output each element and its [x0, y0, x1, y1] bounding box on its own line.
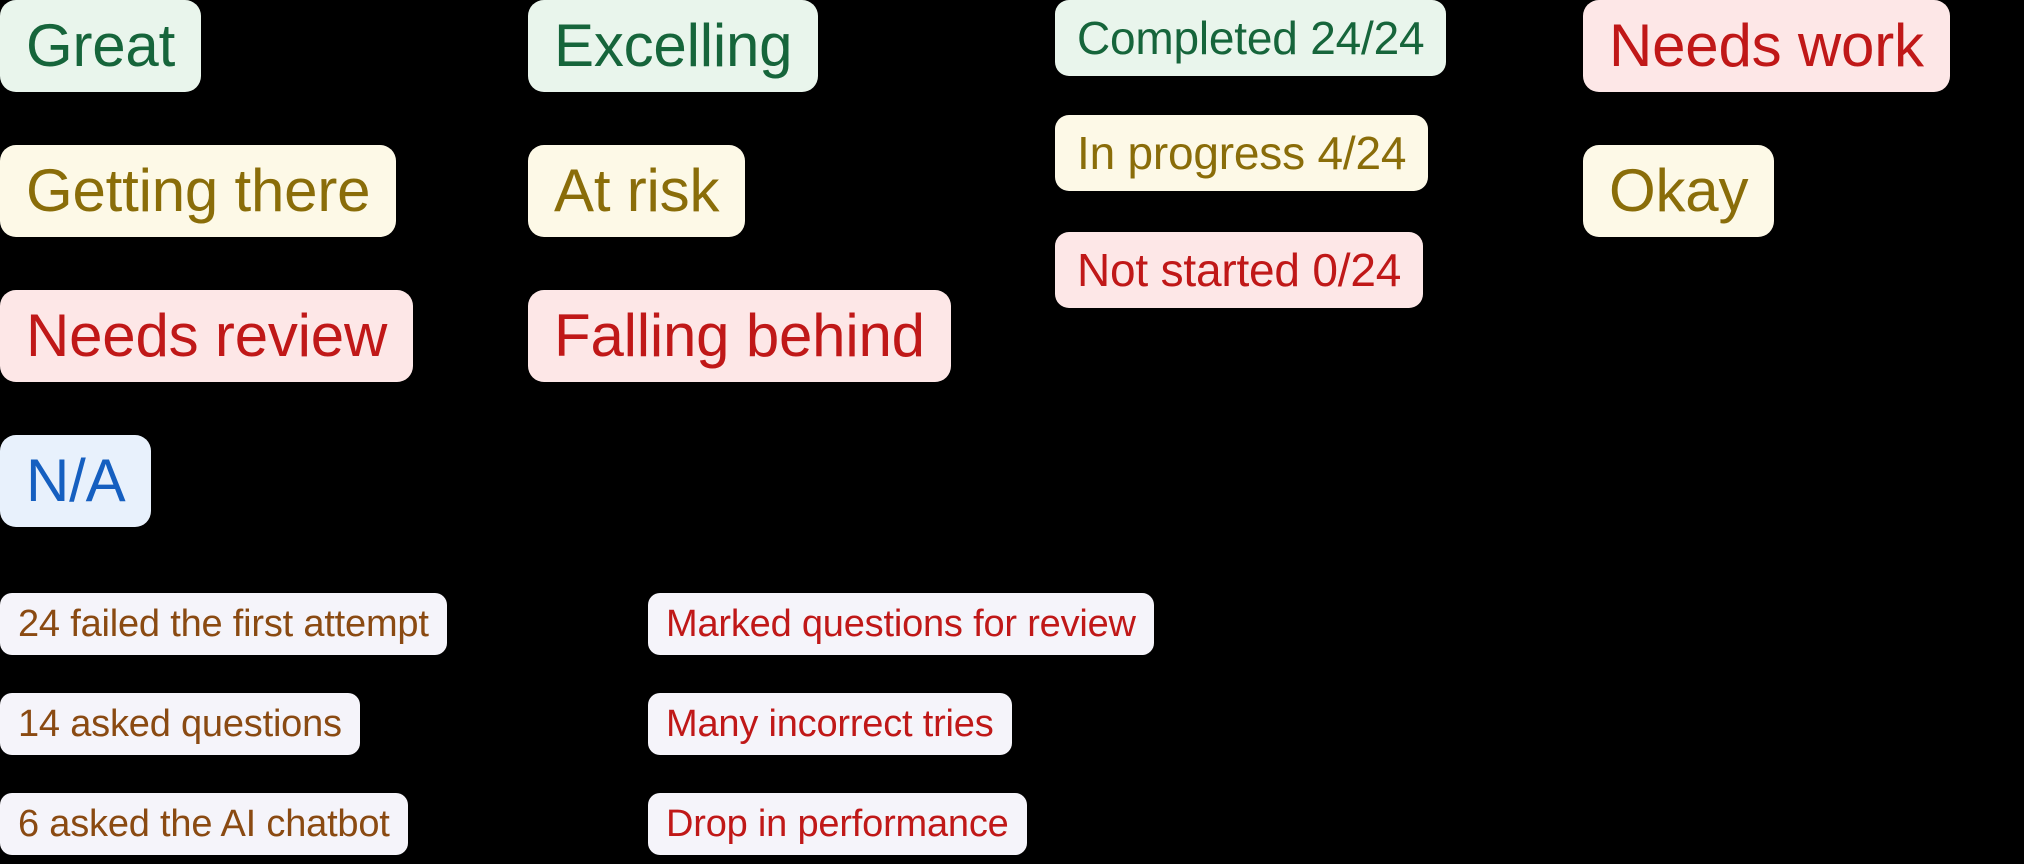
- status-badge-okay[interactable]: Okay: [1583, 145, 1775, 237]
- status-badge-na[interactable]: N/A: [0, 435, 152, 527]
- progress-badge-completed[interactable]: Completed 24/24: [1055, 0, 1447, 76]
- status-badge-needs-review[interactable]: Needs review: [0, 290, 414, 382]
- progress-badge-label: In progress 4/24: [1077, 127, 1407, 179]
- insight-chip-label: 24 failed the first attempt: [18, 603, 429, 645]
- progress-badge-label: Not started 0/24: [1077, 244, 1402, 296]
- status-badge-label: Excelling: [554, 12, 793, 79]
- status-badge-label: At risk: [554, 157, 720, 224]
- insight-chip-asked-questions[interactable]: 14 asked questions: [0, 693, 360, 755]
- status-badge-label: Great: [26, 12, 176, 79]
- progress-badge-label: Completed 24/24: [1077, 12, 1425, 64]
- insight-chip-failed-first-attempt[interactable]: 24 failed the first attempt: [0, 593, 447, 655]
- insight-chip-label: 14 asked questions: [18, 703, 342, 745]
- status-badge-label: Okay: [1609, 157, 1749, 224]
- status-badge-great[interactable]: Great: [0, 0, 202, 92]
- status-badge-label: N/A: [26, 447, 126, 514]
- progress-badge-in-progress[interactable]: In progress 4/24: [1055, 115, 1429, 191]
- insight-chip-label: Marked questions for review: [666, 603, 1136, 645]
- status-badge-needs-work[interactable]: Needs work: [1583, 0, 1950, 92]
- status-badge-label: Needs work: [1609, 12, 1924, 79]
- status-badge-falling-behind[interactable]: Falling behind: [528, 290, 951, 382]
- status-badge-excelling[interactable]: Excelling: [528, 0, 819, 92]
- status-badge-getting-there[interactable]: Getting there: [0, 145, 397, 237]
- status-badge-at-risk[interactable]: At risk: [528, 145, 746, 237]
- status-badge-label: Needs review: [26, 302, 388, 369]
- insight-chip-asked-ai-chatbot[interactable]: 6 asked the AI chatbot: [0, 793, 408, 855]
- insight-chip-label: Drop in performance: [666, 803, 1009, 845]
- status-badge-label: Falling behind: [554, 302, 925, 369]
- insight-chip-many-incorrect-tries[interactable]: Many incorrect tries: [648, 693, 1012, 755]
- insight-chip-label: 6 asked the AI chatbot: [18, 803, 390, 845]
- insight-chip-drop-in-performance[interactable]: Drop in performance: [648, 793, 1027, 855]
- insight-chip-label: Many incorrect tries: [666, 703, 994, 745]
- progress-badge-not-started[interactable]: Not started 0/24: [1055, 232, 1424, 308]
- insight-chip-marked-questions-for-review[interactable]: Marked questions for review: [648, 593, 1154, 655]
- status-badge-label: Getting there: [26, 157, 371, 224]
